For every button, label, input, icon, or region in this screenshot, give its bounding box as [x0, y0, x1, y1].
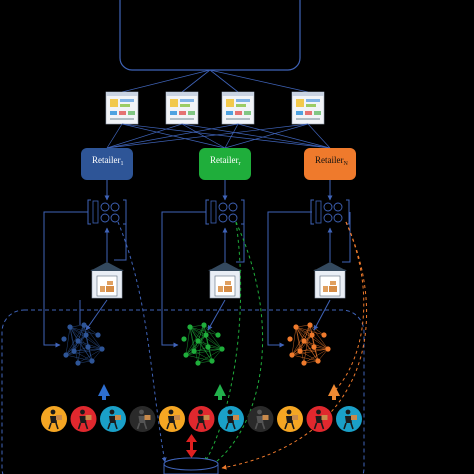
retailer-box-1: Retailer1	[81, 148, 133, 180]
dashed-data-flows	[117, 221, 368, 470]
delivery-person-icon	[100, 406, 126, 432]
neural-network-icon	[287, 322, 331, 366]
neural-network-icon	[61, 322, 105, 366]
retailer-1-label: Retailer	[92, 155, 121, 165]
dashboard-screen-icon	[105, 91, 139, 125]
server-rack-icon	[205, 199, 245, 225]
delivery-person-icon	[277, 406, 303, 432]
delivery-person-icon	[336, 406, 362, 432]
delivery-person-icon	[188, 406, 215, 432]
svg-text:RetailerN: RetailerN	[315, 155, 349, 167]
local-loop-lines	[43, 211, 351, 348]
upload-arrow-orange	[328, 384, 340, 400]
retailer-to-rack-links	[104, 180, 333, 201]
warehouse-icon	[90, 262, 124, 299]
svg-text:Retailer1: Retailer1	[92, 155, 124, 167]
server-rack-icon	[87, 199, 127, 225]
delivery-person-icon	[41, 406, 67, 432]
warehouse-icon	[313, 262, 347, 299]
delivery-person-icon	[247, 406, 274, 432]
retailer-r-sub: r	[239, 161, 241, 167]
database-icon	[163, 457, 219, 474]
retailer-r-label: Retailer	[210, 155, 239, 165]
svg-text:Retailerr: Retailerr	[210, 155, 241, 167]
edge-region-dashed	[1, 309, 365, 474]
neural-network-icon	[181, 322, 225, 366]
retailer-1-sub: 1	[121, 161, 124, 167]
retailer-box-r: Retailerr	[199, 148, 251, 180]
retailer-n-label: Retailer	[315, 155, 344, 165]
dashboard-screen-icon	[291, 91, 325, 125]
retailer-box-n: RetailerN	[304, 148, 356, 180]
delivery-person-icon	[129, 406, 156, 432]
delivery-person-icon	[70, 406, 97, 432]
server-rack-icon	[310, 199, 350, 225]
dashboard-row	[105, 91, 325, 125]
bidirectional-arrow-red	[186, 434, 197, 458]
dashboard-screen-icon	[165, 91, 199, 125]
dashboard-retailer-mesh	[106, 123, 331, 149]
server-to-dashboard-links	[121, 69, 309, 93]
delivery-person-icon	[159, 406, 185, 432]
warehouse-icon	[208, 262, 242, 299]
dashboard-screen-icon	[221, 91, 255, 125]
retailer-n-sub: N	[344, 161, 349, 167]
central-server-box	[119, 0, 301, 71]
delivery-person-icon	[218, 406, 244, 432]
upload-arrow-green	[214, 384, 226, 400]
delivery-person-icon	[306, 406, 333, 432]
upload-arrow-blue	[98, 384, 110, 400]
